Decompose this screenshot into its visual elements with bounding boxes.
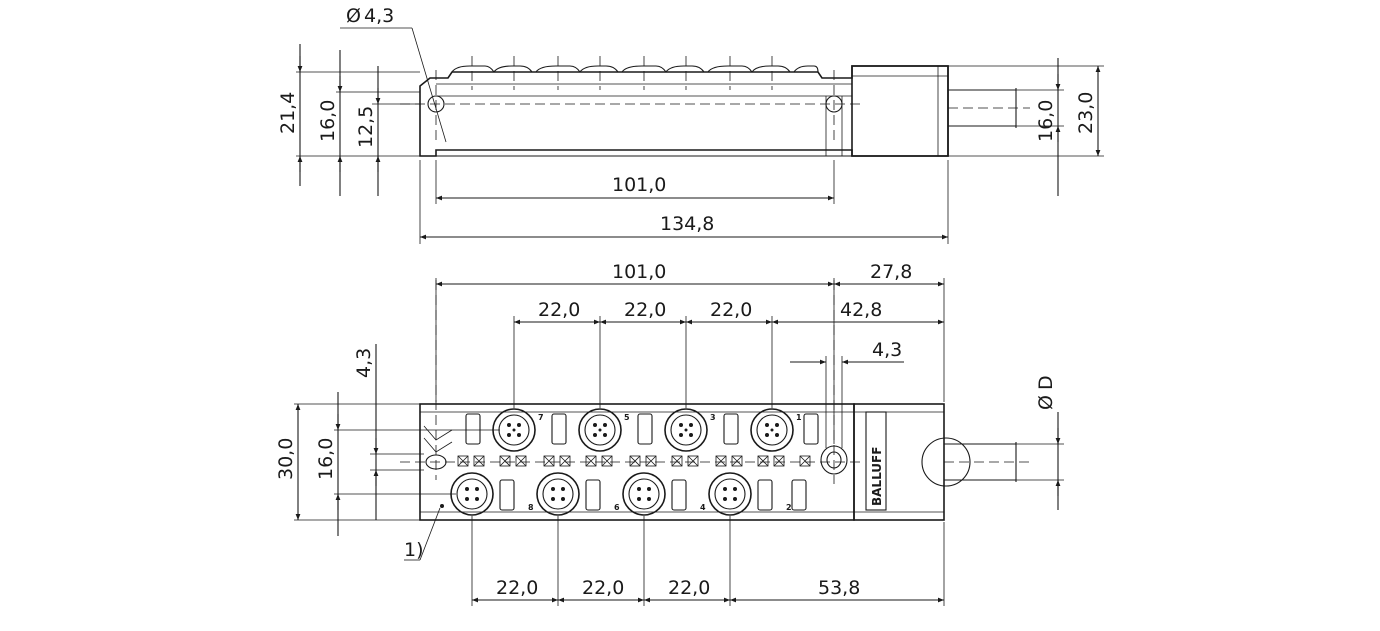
side-view: Ø 4,3 21,4 16,0 12,5 101,0 134,8 <box>277 5 1104 244</box>
port-number-7: 7 <box>538 413 544 422</box>
top-port1-end-label: 42,8 <box>840 299 882 321</box>
status-led-cross <box>543 455 555 467</box>
status-led-cross <box>731 455 743 467</box>
top-port-row-label: 16,0 <box>315 438 337 480</box>
bottom-row-ports: 8 6 4 2 <box>450 472 792 516</box>
port-number-3: 3 <box>710 413 716 422</box>
side-cable-height-label: 16,0 <box>1035 100 1057 142</box>
top-pitch-3-label: 22,0 <box>710 299 752 321</box>
status-led <box>559 455 571 467</box>
status-led <box>457 455 469 467</box>
status-led-row <box>457 455 811 467</box>
status-led <box>687 455 699 467</box>
top-view: BALLUFF <box>275 261 1064 606</box>
port-1 <box>750 408 794 452</box>
side-overall-length-label: 134,8 <box>660 213 714 235</box>
side-hole-leader <box>411 27 447 143</box>
status-led <box>585 455 597 467</box>
top-cable-diameter-label: D <box>1035 375 1057 390</box>
side-port-centerlines <box>400 56 860 140</box>
port-number-4: 4 <box>700 503 706 512</box>
port-number-6: 6 <box>614 503 620 512</box>
status-led <box>629 455 641 467</box>
status-led <box>473 455 485 467</box>
port-number-5: 5 <box>624 413 630 422</box>
side-body-outline <box>419 65 949 157</box>
port-8 <box>450 472 494 516</box>
side-mount-hole-left <box>427 95 445 113</box>
port-5 <box>578 408 622 452</box>
side-hole-diameter-label: 4,3 <box>364 5 394 27</box>
status-led-cross <box>773 455 785 467</box>
top-head-housing <box>853 403 945 521</box>
led-windows <box>465 413 819 511</box>
status-led <box>799 455 811 467</box>
status-led <box>515 455 527 467</box>
side-body-height-label: 16,0 <box>317 100 339 142</box>
top-pitch-2-label: 22,0 <box>624 299 666 321</box>
side-housing-height-label: 23,0 <box>1075 92 1097 134</box>
status-led-cross <box>515 455 527 467</box>
brand-logo: BALLUFF <box>870 447 884 506</box>
bottom-pitch-2-label: 22,0 <box>582 577 624 599</box>
status-led <box>773 455 785 467</box>
status-led-cross <box>645 455 657 467</box>
bottom-pitch-3-label: 22,0 <box>668 577 710 599</box>
status-led-cross <box>499 455 511 467</box>
top-vertical-offset-label: 4,3 <box>353 348 375 378</box>
port-6 <box>536 472 580 516</box>
status-led-cross <box>687 455 699 467</box>
status-led <box>671 455 683 467</box>
status-led <box>757 455 769 467</box>
top-cable-gland <box>921 437 971 487</box>
side-hole-height-label: 12,5 <box>355 106 377 148</box>
status-led <box>601 455 613 467</box>
status-led-cross <box>757 455 769 467</box>
status-led-cross <box>715 455 727 467</box>
top-head-length-label: 27,8 <box>870 261 912 283</box>
status-led <box>715 455 727 467</box>
status-led-cross <box>671 455 683 467</box>
top-hole-spacing-label: 101,0 <box>612 261 666 283</box>
side-hole-spacing-label: 101,0 <box>612 174 666 196</box>
side-head-housing <box>851 65 949 157</box>
port-4 <box>622 472 666 516</box>
status-led-cross <box>629 455 641 467</box>
bottom-port2-end-label: 53,8 <box>818 577 860 599</box>
status-led <box>731 455 743 467</box>
top-left-chevron-2 <box>423 437 453 453</box>
status-led-cross <box>457 455 469 467</box>
status-led-cross <box>585 455 597 467</box>
top-cable-diameter-symbol: Ø <box>1035 395 1057 410</box>
port-number-8: 8 <box>528 503 534 512</box>
status-led <box>645 455 657 467</box>
side-connector-caps <box>451 65 819 73</box>
side-overall-height-label: 21,4 <box>277 92 299 134</box>
port-number-1: 1 <box>796 413 802 422</box>
top-left-chevron <box>423 425 453 441</box>
top-row-ports: 7 5 3 1 <box>492 408 802 452</box>
port-number-2: 2 <box>786 503 792 512</box>
top-brand-plate <box>865 411 887 511</box>
callout-leader <box>419 507 441 561</box>
status-led-cross <box>473 455 485 467</box>
status-led-cross <box>559 455 571 467</box>
port-3 <box>664 408 708 452</box>
top-width-label: 30,0 <box>275 438 297 480</box>
top-pitch-1-label: 22,0 <box>538 299 580 321</box>
callout-1-label: 1) <box>404 539 424 561</box>
port-2 <box>708 472 752 516</box>
status-led-cross <box>799 455 811 467</box>
top-hole-diameter-label: 4,3 <box>872 339 902 361</box>
bottom-pitch-1-label: 22,0 <box>496 577 538 599</box>
side-hole-diameter-symbol: Ø <box>346 5 361 27</box>
status-led-cross <box>601 455 613 467</box>
status-led <box>499 455 511 467</box>
status-led <box>543 455 555 467</box>
